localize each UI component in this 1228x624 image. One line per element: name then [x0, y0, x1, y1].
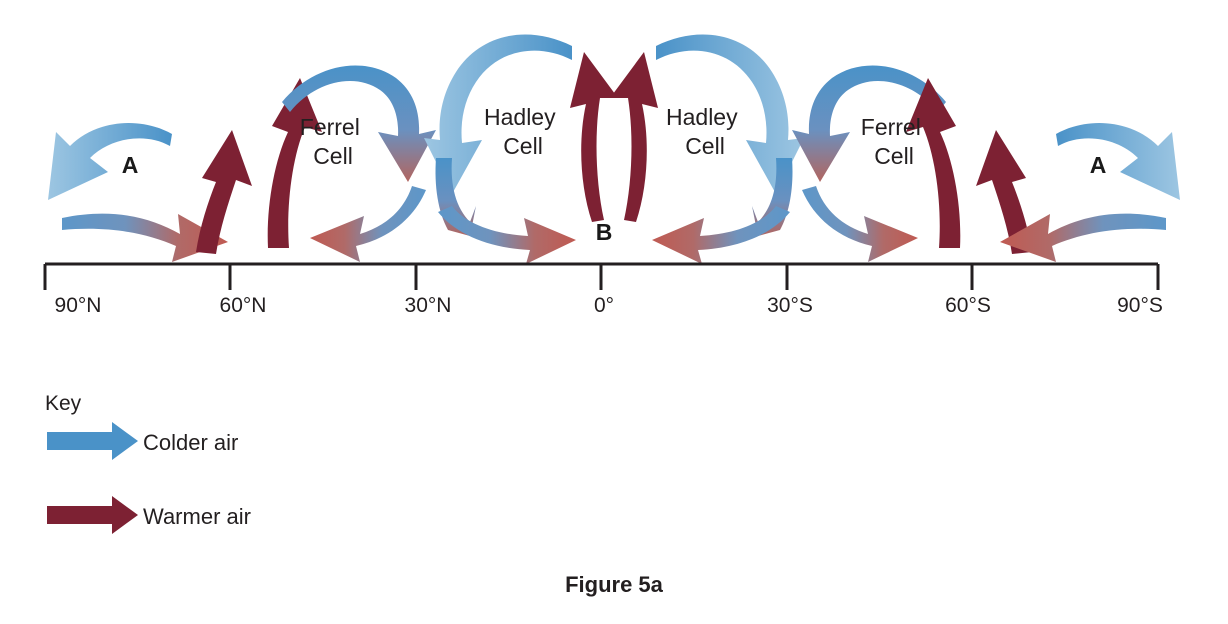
axis-ticks	[43, 264, 1160, 290]
ferrel-cell-north-label-line1: Ferrel	[300, 114, 360, 140]
axis-tick-label-30n: 30°N	[405, 294, 452, 317]
polar-cell-north	[48, 122, 252, 262]
ferrel-cell-north	[267, 65, 436, 262]
ferrel-south-warm-rising-arrow	[906, 78, 961, 248]
key-warmer-air-label: Warmer air	[143, 504, 251, 529]
hadley-cell-south	[610, 34, 804, 264]
equator-warm-rising-arrow-right	[610, 52, 658, 222]
axis-tick-labels: 90°N 60°N 30°N 0° 30°S 60°S 90°S	[55, 294, 1163, 317]
hadley-south-surface-arrow	[652, 206, 790, 264]
polar-north-warm-rising-arrow	[196, 130, 252, 254]
key-legend: Key Colder air Warmer air	[45, 392, 251, 534]
key-item-warmer-air: Warmer air	[47, 496, 251, 534]
axis-tick-label-0: 0°	[594, 294, 614, 317]
cell-labels: Ferrel Cell Hadley Cell Hadley Cell Ferr…	[300, 104, 927, 169]
key-colder-air-arrow-icon	[47, 422, 138, 460]
key-heading: Key	[45, 392, 82, 415]
ferrel-south-cold-arc-arrow	[792, 65, 946, 182]
hadley-cell-north-label-line1: Hadley	[484, 104, 556, 130]
ferrel-cell-south	[792, 65, 961, 262]
hadley-cell-south-label-line2: Cell	[685, 133, 725, 159]
polar-cell-south	[976, 122, 1180, 262]
ferrel-cell-south-label-line1: Ferrel	[861, 114, 921, 140]
figure-caption: Figure 5a	[565, 572, 664, 597]
ferrel-cell-south-label-line2: Cell	[874, 143, 914, 169]
hadley-north-cold-arc-arrow	[424, 34, 572, 195]
latitude-axis: 90°N 60°N 30°N 0° 30°S 60°S 90°S	[43, 262, 1163, 317]
ferrel-south-surface-arrow	[802, 186, 918, 262]
ferrel-north-warm-rising-arrow	[267, 78, 322, 248]
ferrel-cell-north-label-line2: Cell	[313, 143, 353, 169]
equator-warm-rising-arrow-left	[570, 52, 618, 222]
axis-tick-label-30s: 30°S	[767, 294, 813, 317]
hadley-north-surface-arrow	[438, 206, 576, 264]
polar-south-surface-arrow	[1000, 213, 1166, 262]
ferrel-north-surface-arrow	[310, 186, 426, 262]
axis-tick-label-60s: 60°S	[945, 294, 991, 317]
ferrel-cell-south-label: Ferrel Cell	[861, 114, 927, 169]
ferrel-north-cold-arc-arrow	[282, 65, 436, 182]
axis-tick-label-90n: 90°N	[55, 294, 102, 317]
key-item-colder-air: Colder air	[47, 422, 238, 460]
polar-south-warm-rising-arrow	[976, 130, 1032, 254]
hadley-cell-north-label: Hadley Cell	[484, 104, 562, 159]
label-b-equator: B	[596, 219, 613, 245]
label-a-north: A	[122, 152, 139, 178]
point-labels: A B A	[122, 152, 1107, 245]
axis-tick-label-90s: 90°S	[1117, 294, 1163, 317]
hadley-cell-south-label: Hadley Cell	[666, 104, 744, 159]
hadley-cell-north	[424, 34, 618, 264]
polar-south-cold-arc-arrow	[1056, 122, 1180, 200]
axis-tick-label-60n: 60°N	[220, 294, 267, 317]
polar-north-surface-arrow	[62, 213, 228, 262]
hadley-cell-north-label-line2: Cell	[503, 133, 543, 159]
hadley-south-cold-arc-arrow	[656, 34, 804, 195]
ferrel-cell-north-label: Ferrel Cell	[300, 114, 366, 169]
label-a-south: A	[1090, 152, 1107, 178]
key-warmer-air-arrow-icon	[47, 496, 138, 534]
polar-north-cold-arc-arrow	[48, 122, 172, 200]
key-colder-air-label: Colder air	[143, 430, 238, 455]
hadley-cell-south-label-line1: Hadley	[666, 104, 738, 130]
